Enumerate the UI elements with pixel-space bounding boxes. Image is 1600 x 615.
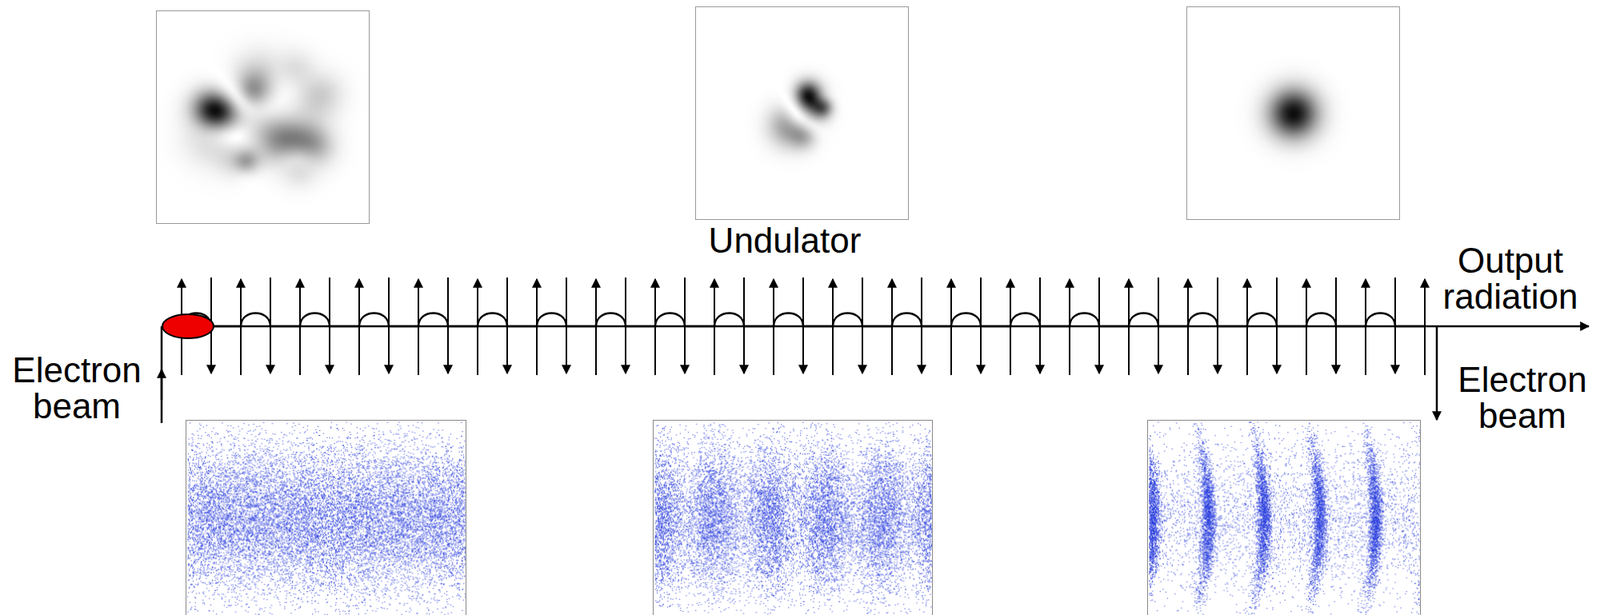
beam-exit-arrow [1436,326,1439,420]
beam-axis [161,325,1589,328]
text-label: Electron beam [0,352,154,424]
text-label: Undulator [704,222,865,259]
text-label: Electron beam [1448,361,1597,434]
beam-entry-line [160,326,164,424]
radiation-profile [156,10,370,224]
electron-distribution [652,420,933,615]
electron-trajectory [163,313,1425,328]
radiation-profile [695,6,909,220]
electron-distribution [1147,420,1421,615]
electron-distribution [185,420,467,615]
text-label: Output radiation [1430,242,1591,315]
radiation-profile [1186,6,1400,220]
electron-bunch [162,314,214,339]
beam-entry-arrow [160,369,164,400]
